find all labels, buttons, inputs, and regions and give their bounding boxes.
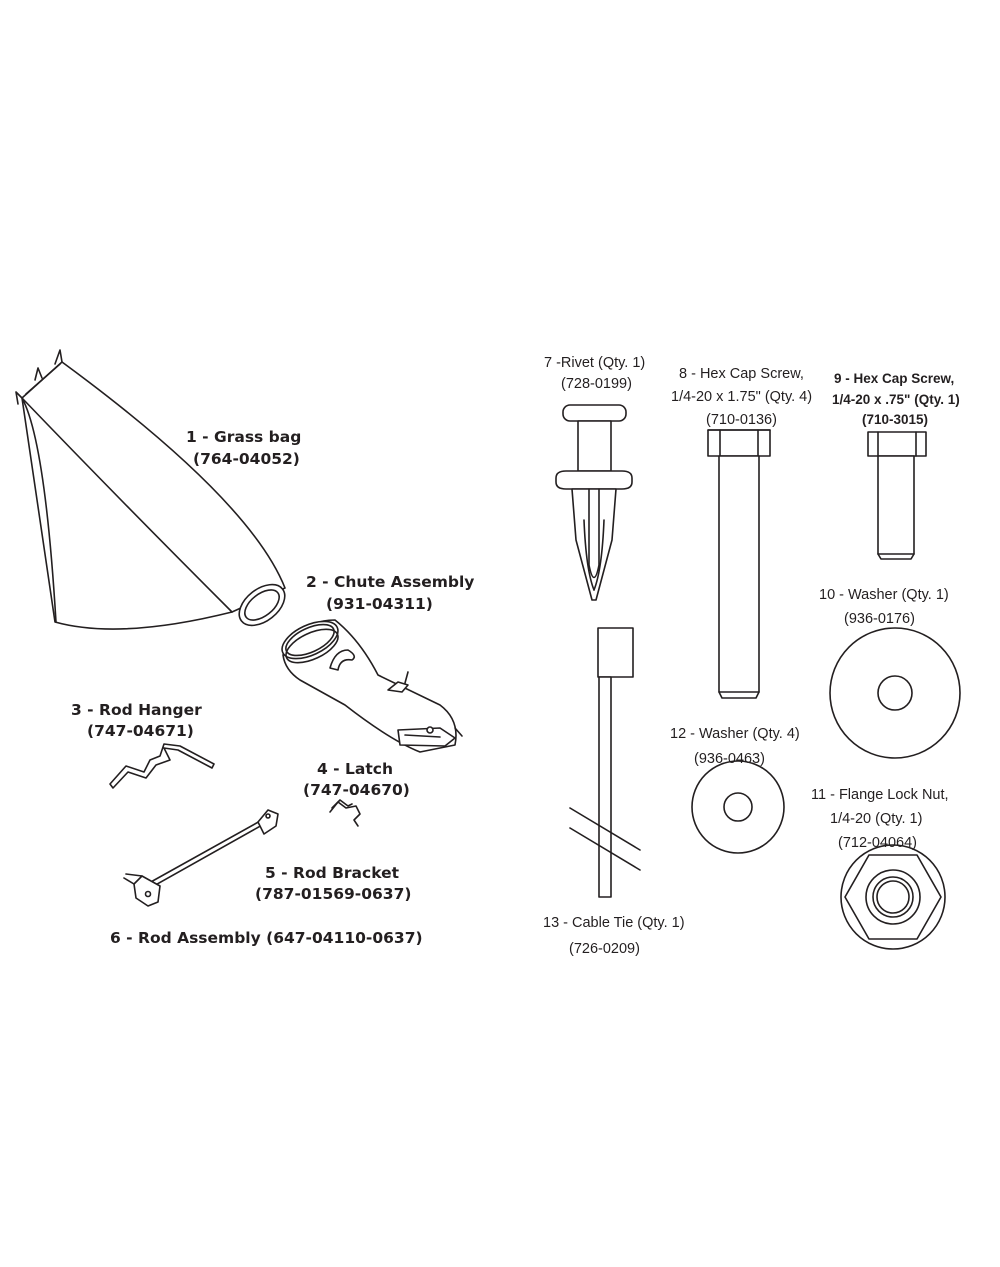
label-part-12: 12 - Washer (Qty. 4) (936-0463): [670, 726, 800, 767]
svg-text:12 - Washer (Qty. 4): 12 - Washer (Qty. 4): [670, 726, 800, 742]
label-part-13: 13 - Cable Tie (Qty. 1) (726-0209): [543, 915, 685, 957]
cable-tie-drawing: [569, 627, 641, 898]
label-part-10: 10 - Washer (Qty. 1) (936-0176): [819, 587, 949, 627]
rivet-drawing: [555, 404, 633, 601]
svg-text:(726-0209): (726-0209): [569, 941, 640, 957]
rod-hanger-drawing: [109, 743, 215, 789]
svg-text:1/4-20 x 1.75" (Qty. 4): 1/4-20 x 1.75" (Qty. 4): [671, 389, 812, 405]
svg-text:6 - Rod Assembly (647-04110-06: 6 - Rod Assembly (647-04110-0637): [110, 929, 423, 947]
hex-cap-screw-short-drawing: [867, 431, 927, 560]
svg-text:8 - Hex Cap Screw,: 8 - Hex Cap Screw,: [679, 366, 804, 382]
svg-text:7 -Rivet (Qty. 1): 7 -Rivet (Qty. 1): [544, 355, 645, 371]
label-part-5: 5 - Rod Bracket (787-01569-0637): [255, 864, 411, 903]
chute-assembly-drawing: [281, 619, 463, 753]
svg-text:(787-01569-0637): (787-01569-0637): [255, 885, 411, 903]
svg-text:9 - Hex Cap Screw,: 9 - Hex Cap Screw,: [834, 371, 954, 386]
svg-text:3 - Rod Hanger: 3 - Rod Hanger: [71, 701, 202, 719]
grass-bag-drawing: [15, 349, 286, 630]
label-part-11: 11 - Flange Lock Nut, 1/4-20 (Qty. 1) (7…: [811, 787, 949, 851]
washer-large-drawing: [829, 627, 961, 759]
svg-text:(747-04671): (747-04671): [87, 722, 194, 740]
label-part-8: 8 - Hex Cap Screw, 1/4-20 x 1.75" (Qty. …: [671, 366, 812, 428]
svg-text:(936-0176): (936-0176): [844, 611, 915, 627]
hex-cap-screw-long-drawing: [707, 429, 771, 699]
label-part-1: 1 - Grass bag (764-04052): [186, 428, 301, 468]
svg-text:4 - Latch: 4 - Latch: [317, 760, 393, 778]
svg-text:11 - Flange Lock Nut,: 11 - Flange Lock Nut,: [811, 787, 949, 803]
rod-assembly-drawing: [123, 809, 279, 907]
svg-text:2 - Chute Assembly: 2 - Chute Assembly: [306, 573, 474, 591]
svg-text:(764-04052): (764-04052): [193, 450, 300, 468]
svg-text:1/4-20 x .75" (Qty. 1): 1/4-20 x .75" (Qty. 1): [832, 392, 960, 407]
svg-text:(712-04064): (712-04064): [838, 835, 917, 851]
svg-text:(710-3015): (710-3015): [862, 412, 928, 427]
svg-text:13 - Cable Tie (Qty. 1): 13 - Cable Tie (Qty. 1): [543, 915, 685, 931]
label-part-3: 3 - Rod Hanger (747-04671): [71, 701, 202, 740]
svg-text:(728-0199): (728-0199): [561, 376, 632, 392]
svg-text:10 - Washer (Qty. 1): 10 - Washer (Qty. 1): [819, 587, 949, 603]
label-part-9: 9 - Hex Cap Screw, 1/4-20 x .75" (Qty. 1…: [832, 371, 960, 427]
svg-text:(710-0136): (710-0136): [706, 412, 777, 428]
flange-lock-nut-drawing: [840, 844, 946, 950]
label-part-4: 4 - Latch (747-04670): [303, 760, 410, 799]
label-part-2: 2 - Chute Assembly (931-04311): [306, 573, 474, 613]
svg-text:1/4-20 (Qty. 1): 1/4-20 (Qty. 1): [830, 811, 922, 827]
label-part-7: 7 -Rivet (Qty. 1) (728-0199): [544, 355, 645, 392]
label-part-6: 6 - Rod Assembly (647-04110-0637): [110, 929, 423, 947]
latch-drawing: [329, 799, 361, 827]
svg-text:1 - Grass bag: 1 - Grass bag: [186, 428, 301, 446]
washer-small-drawing: [691, 760, 785, 854]
svg-text:(931-04311): (931-04311): [326, 595, 433, 613]
svg-text:(747-04670): (747-04670): [303, 781, 410, 799]
svg-text:5 - Rod Bracket: 5 - Rod Bracket: [265, 864, 400, 882]
svg-text:(936-0463): (936-0463): [694, 751, 765, 767]
